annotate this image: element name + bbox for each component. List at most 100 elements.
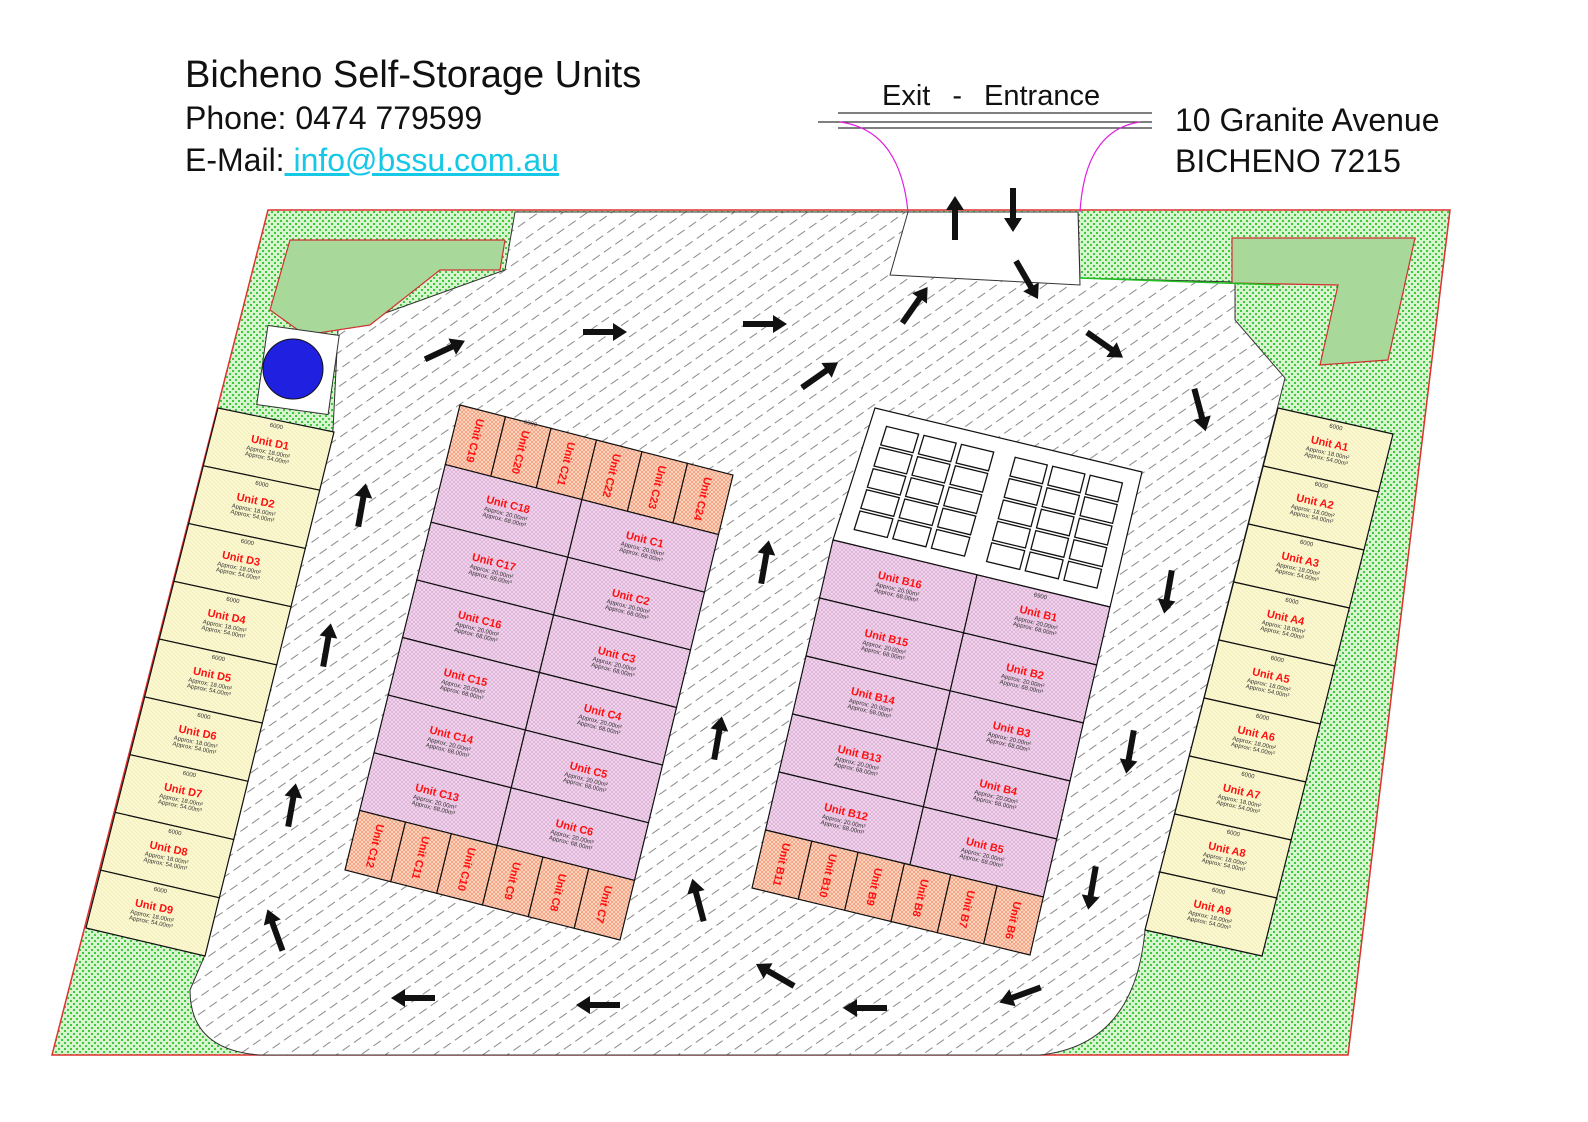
dimension-label: 6000 <box>226 597 241 606</box>
dimension-label: 6000 <box>1226 830 1241 839</box>
business-name: Bicheno Self-Storage Units <box>185 54 642 96</box>
direction-arrow-icon <box>757 540 776 585</box>
storage-bay <box>904 477 945 506</box>
entrance-label: Entrance <box>984 80 1101 112</box>
storage-unit[interactable]: Unit C24 <box>672 462 734 536</box>
email-line: E-Mail: info@bssu.com.au <box>185 142 559 179</box>
direction-arrow-icon <box>1081 865 1100 910</box>
driveway <box>189 211 1286 1056</box>
direction-arrow-icon <box>687 878 707 923</box>
address-street: 10 Granite Avenue <box>1175 102 1440 138</box>
storage-unit[interactable]: Unit C21 <box>535 427 598 501</box>
dimension-label: 6900 <box>1033 593 1048 602</box>
direction-arrow-icon <box>843 999 887 1017</box>
storage-bay <box>1084 474 1124 503</box>
dimension-label: 6000 <box>269 423 284 432</box>
storage-unit[interactable]: Unit C9 <box>481 844 544 918</box>
dimension-label: 6000 <box>197 713 212 722</box>
traffic-arrows <box>263 188 1211 1017</box>
gate-separator: - <box>952 80 963 112</box>
dimension-label: 6000 <box>1241 772 1256 781</box>
direction-arrow-icon <box>1085 329 1124 358</box>
dimension-label: 6000 <box>1270 656 1285 665</box>
storage-unit[interactable]: Unit C19 <box>444 404 507 478</box>
storage-bay <box>859 489 901 518</box>
storage-unit[interactable]: Unit B9 <box>843 851 906 923</box>
dimension-label: 6000 <box>255 481 270 490</box>
direction-arrow-icon <box>800 362 839 391</box>
dimension-label: 6000 <box>240 539 255 548</box>
storage-unit[interactable]: Unit C22 <box>581 439 643 513</box>
unit-outline <box>573 867 636 941</box>
storage-bay <box>1073 517 1113 546</box>
storage-bay <box>879 425 920 454</box>
dimension-label: 6000 <box>1255 714 1270 723</box>
storage-bay <box>911 455 951 484</box>
storage-bay <box>891 519 933 548</box>
covered-storage-area <box>832 407 1143 608</box>
storage-bay <box>949 464 989 493</box>
entry-slab <box>889 211 1081 286</box>
dimension-label: 6000 <box>168 829 183 838</box>
email-link[interactable]: info@bssu.com.au <box>284 142 559 178</box>
storage-bay <box>1009 456 1049 485</box>
direction-arrow-icon <box>423 338 465 363</box>
storage-bay <box>898 498 939 527</box>
storage-unit[interactable]: Unit C20 <box>490 415 552 489</box>
storage-unit[interactable]: Unit B11 <box>751 829 813 900</box>
direction-arrow-icon <box>899 286 928 325</box>
storage-unit[interactable]: Unit B10 <box>797 840 859 912</box>
dimension-label: 6000 <box>1314 482 1329 491</box>
storage-bay <box>1024 551 1064 580</box>
storage-unit[interactable]: Unit B8 <box>890 862 952 934</box>
direction-arrow-icon <box>999 984 1042 1007</box>
email-label: E-Mail: <box>185 142 285 178</box>
direction-arrow-icon <box>755 963 796 989</box>
direction-arrow-icon <box>743 315 787 333</box>
storage-unit[interactable]: Unit C23 <box>626 450 689 524</box>
direction-arrow-icon <box>319 623 338 668</box>
address-town: BICHENO 7215 <box>1175 143 1401 179</box>
direction-arrow-icon <box>576 996 620 1014</box>
storage-bay <box>997 499 1037 528</box>
dimension-label: 6000 <box>1285 598 1300 607</box>
direction-arrow-icon <box>354 483 373 528</box>
unit-outline <box>85 869 221 957</box>
gate-swing-right <box>1079 121 1141 213</box>
storage-unit[interactable]: Unit B6 <box>982 885 1045 956</box>
storage-unit[interactable]: Unit C7 <box>573 867 636 941</box>
